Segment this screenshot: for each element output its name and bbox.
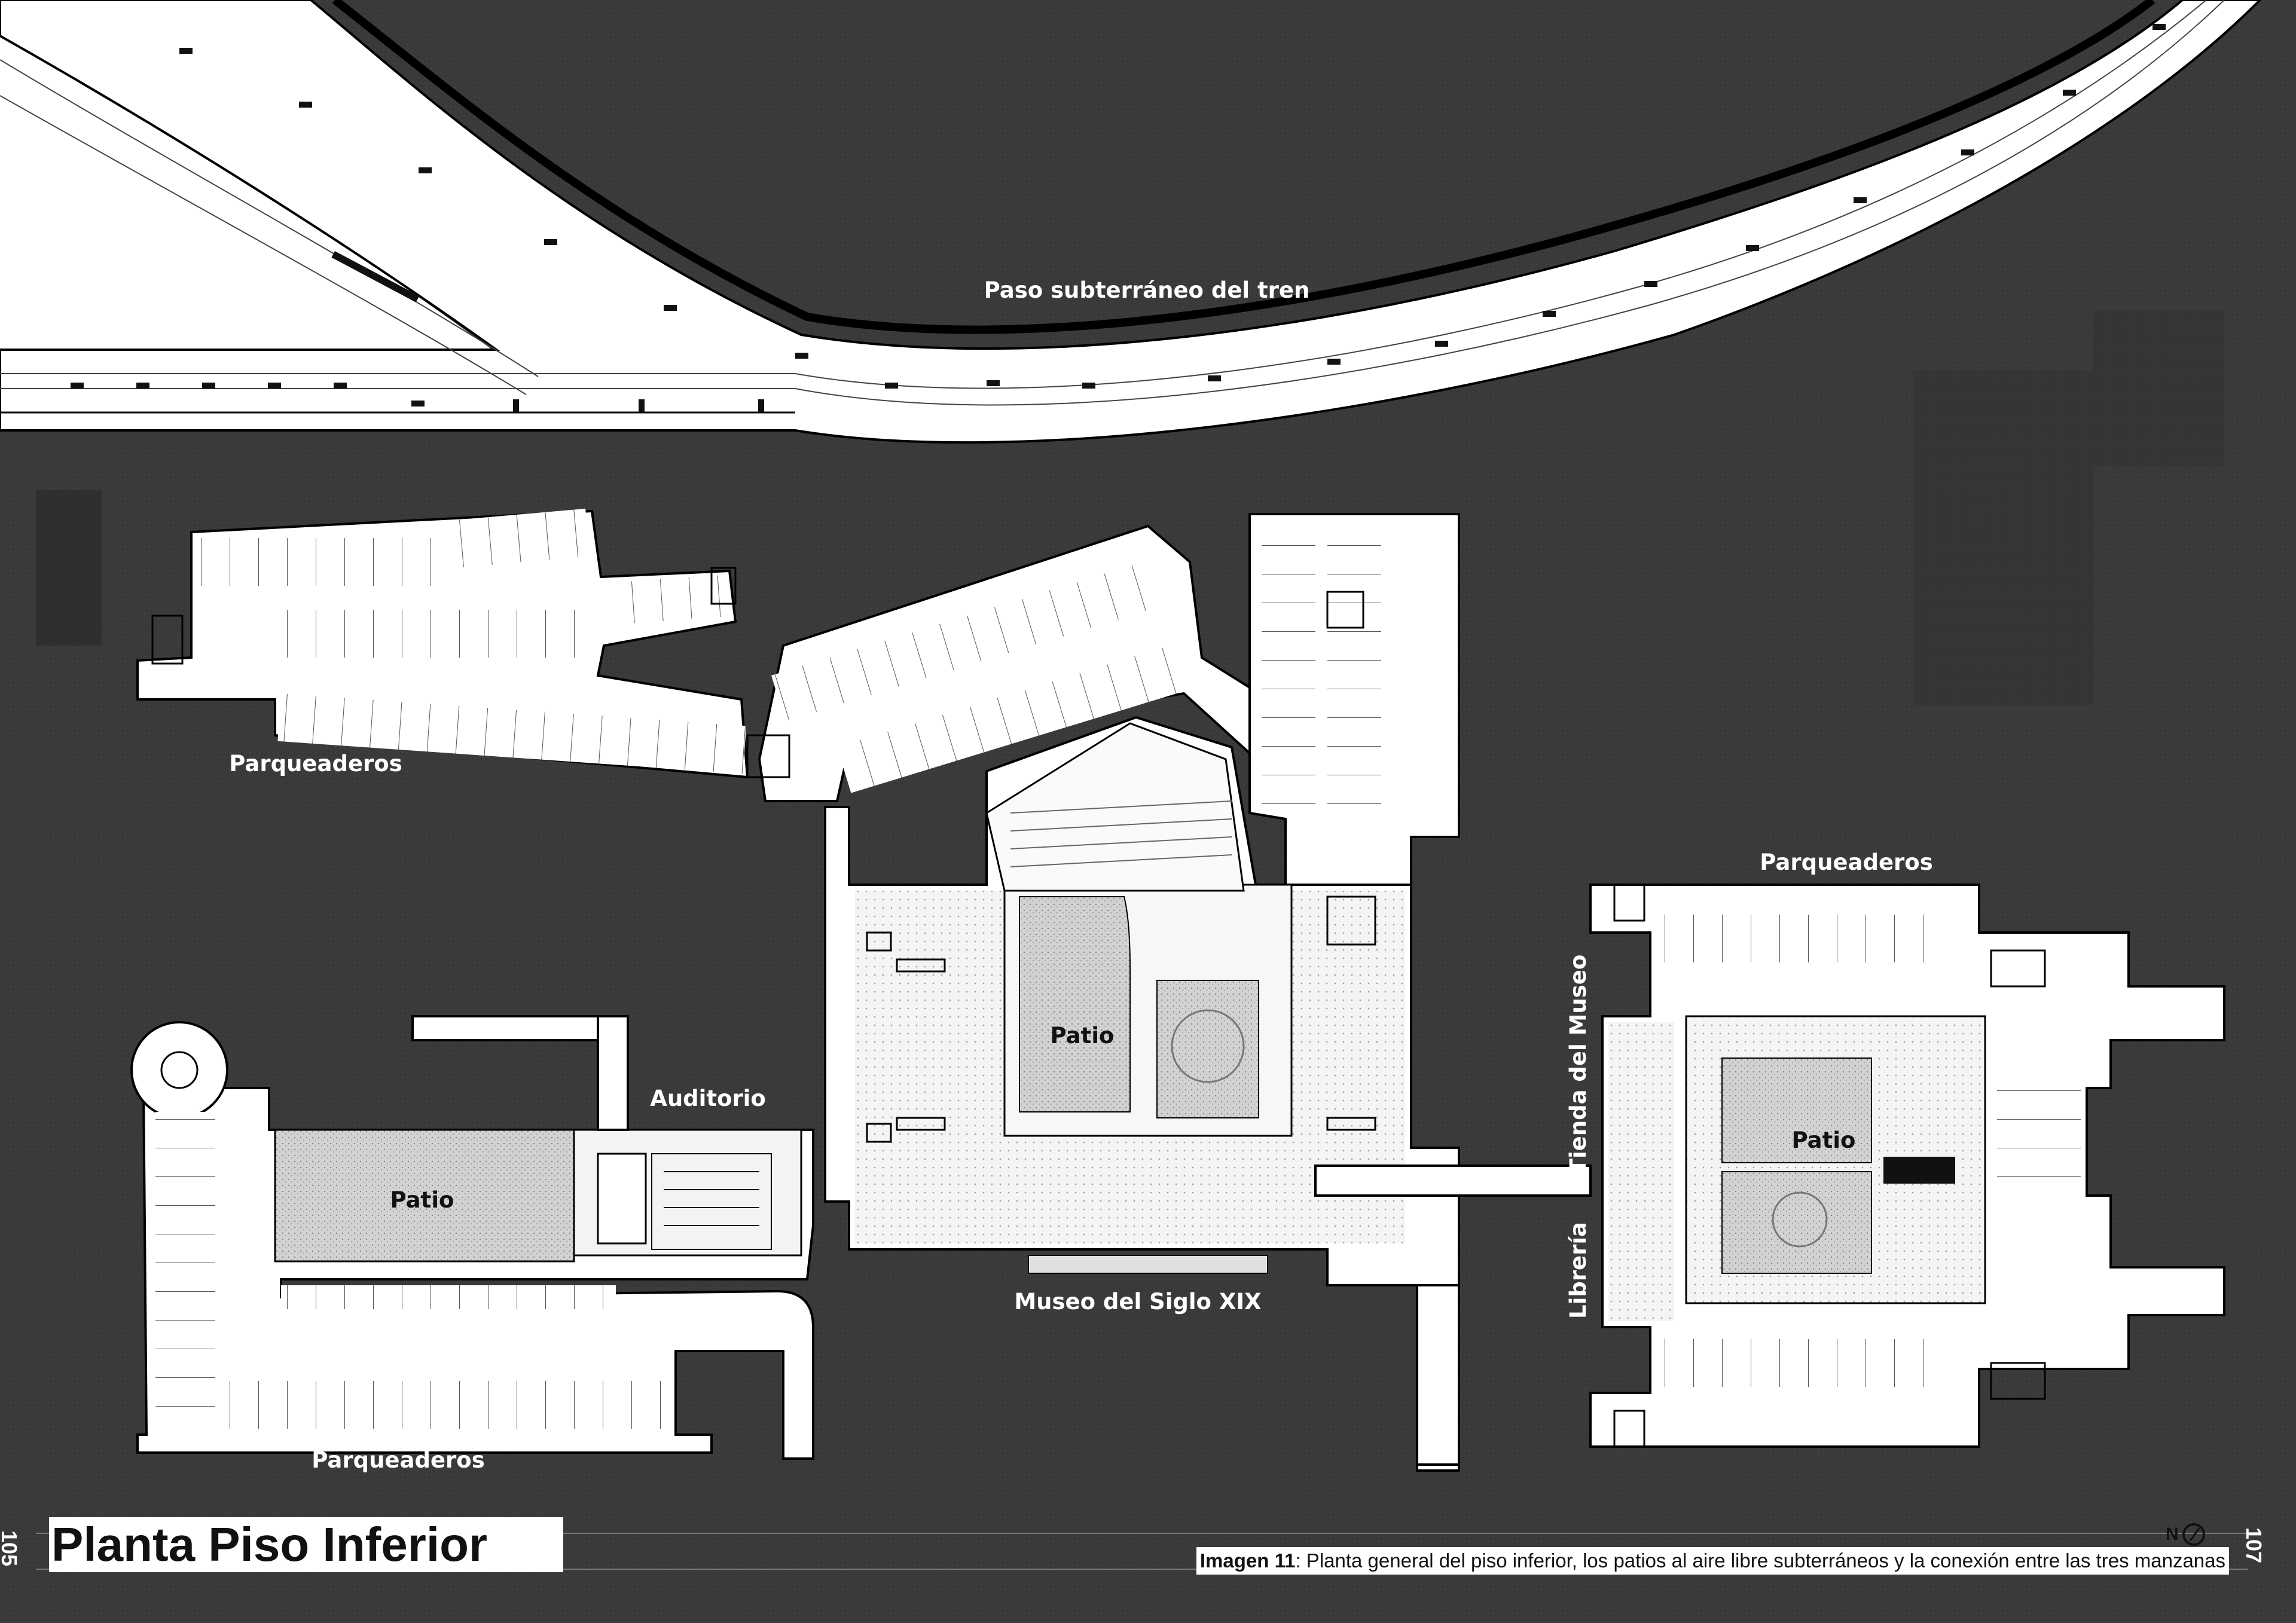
label-auditorio: Auditorio — [650, 1086, 766, 1111]
south-ramp — [1416, 1284, 1460, 1466]
connector-corridor — [1314, 1164, 1592, 1197]
label-patio-east: Patio — [1792, 1127, 1856, 1153]
parking-northwest — [136, 508, 1251, 802]
caption-text: : Planta general del piso inferior, los … — [1295, 1549, 2225, 1572]
page-number-right: 107 — [2242, 1527, 2266, 1564]
label-parking-east: Parqueaderos — [1760, 849, 1933, 875]
parking-north-block — [1248, 513, 1460, 886]
train-tunnel — [0, 0, 2262, 444]
page-title: Planta Piso Inferior — [49, 1517, 563, 1572]
label-parking-nw: Parqueaderos — [229, 751, 402, 777]
figure-caption: Imagen 11: Planta general del piso infer… — [1196, 1547, 2229, 1575]
label-tienda: Tienda del Museo — [1565, 955, 1591, 1174]
compass-icon — [2182, 1523, 2205, 1546]
west-block — [130, 1015, 814, 1460]
label-patio-center: Patio — [1051, 1023, 1115, 1049]
east-block — [1589, 884, 2225, 1448]
north-label: N — [2166, 1524, 2179, 1544]
label-museo: Museo del Siglo XIX — [1014, 1289, 1261, 1315]
label-patio-west: Patio — [390, 1187, 454, 1213]
caption-prefix: Imagen 11 — [1199, 1549, 1296, 1572]
label-libreria: Librería — [1565, 1222, 1591, 1319]
north-arrow: N — [2166, 1523, 2205, 1546]
page-number-left: 105 — [0, 1530, 22, 1567]
label-parking-sw: Parqueaderos — [312, 1447, 485, 1473]
museum-block — [824, 716, 1460, 1472]
label-tunnel: Paso subterráneo del tren — [984, 277, 1310, 303]
